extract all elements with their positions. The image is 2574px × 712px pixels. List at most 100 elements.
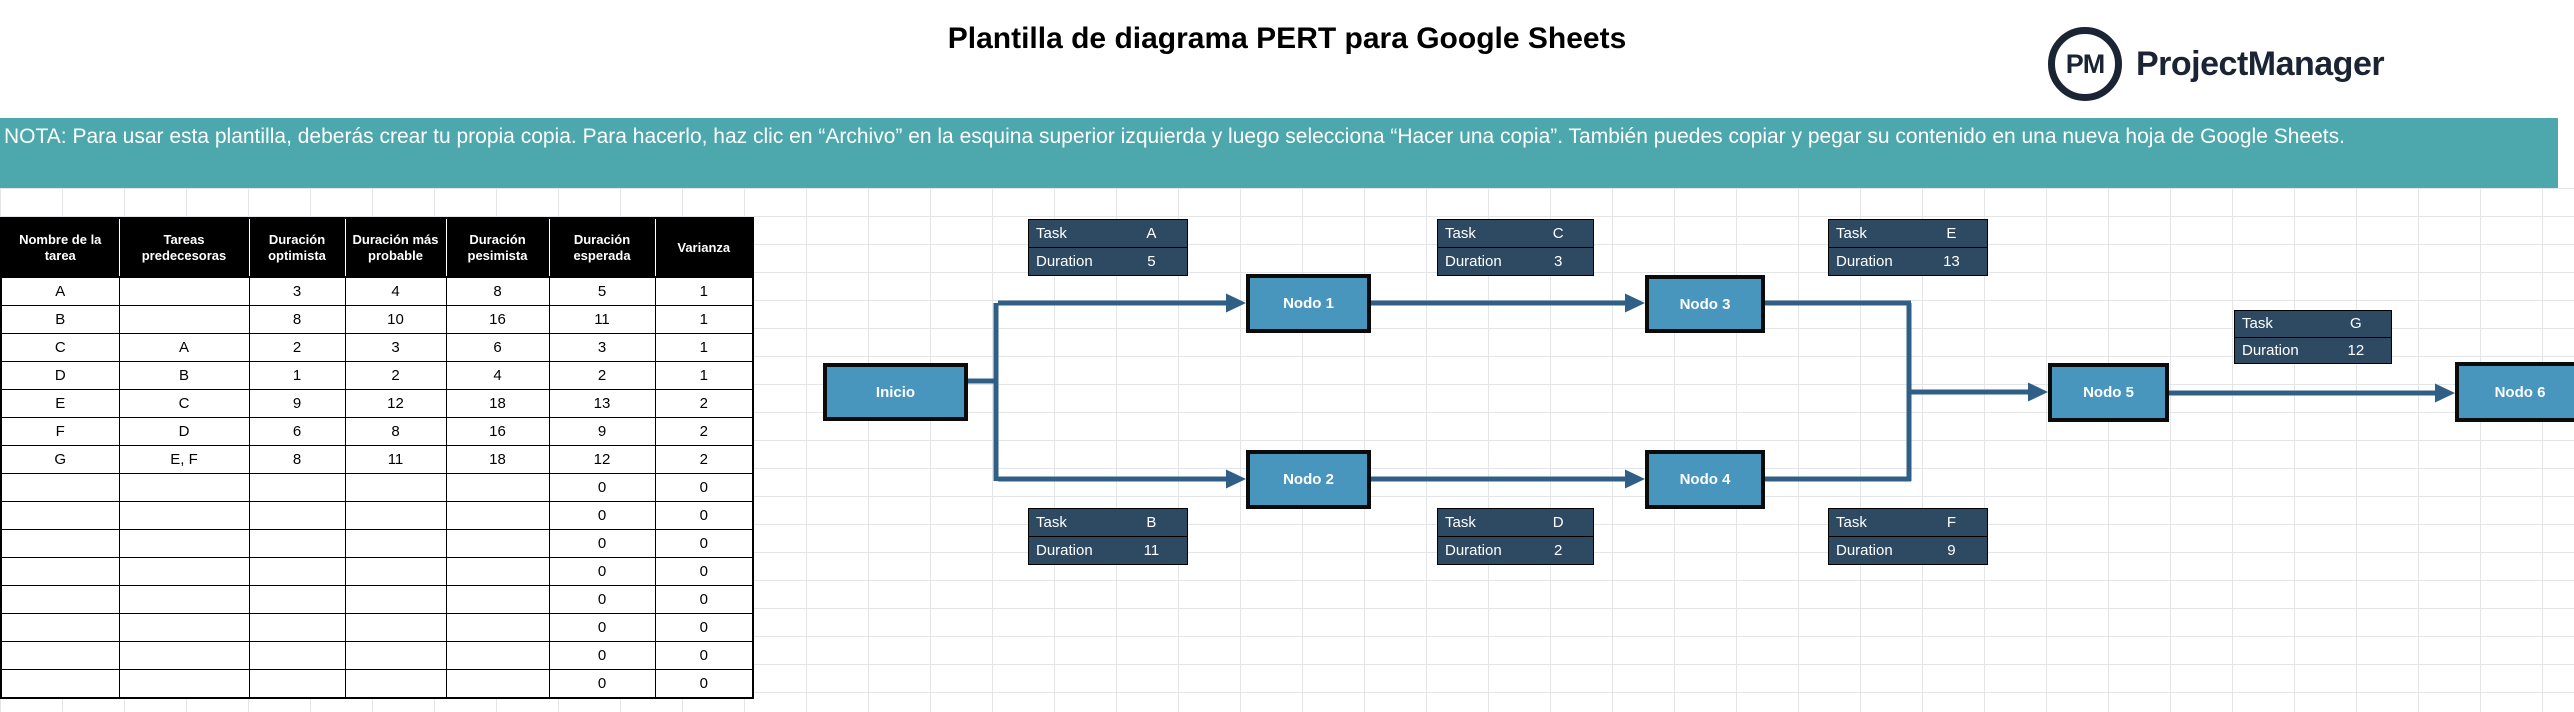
table-cell[interactable]: [445, 473, 550, 502]
table-cell[interactable]: 13: [548, 389, 656, 418]
table-cell[interactable]: 8: [248, 305, 346, 334]
table-cell[interactable]: [0, 585, 120, 614]
table-cell[interactable]: 18: [445, 389, 550, 418]
table-cell[interactable]: 0: [548, 669, 656, 699]
table-cell[interactable]: 0: [654, 585, 754, 614]
table-cell[interactable]: [0, 669, 120, 699]
table-cell[interactable]: 4: [445, 361, 550, 390]
table-cell[interactable]: [248, 557, 346, 586]
table-cell[interactable]: 0: [548, 641, 656, 670]
table-cell[interactable]: A: [0, 276, 120, 306]
table-cell[interactable]: [118, 473, 250, 502]
table-cell[interactable]: 8: [248, 445, 346, 474]
table-cell[interactable]: 3: [548, 333, 656, 362]
table-cell[interactable]: [248, 473, 346, 502]
table-cell[interactable]: F: [0, 417, 120, 446]
table-cell[interactable]: [445, 613, 550, 642]
table-cell[interactable]: 1: [654, 361, 754, 390]
table-cell[interactable]: [445, 585, 550, 614]
table-cell[interactable]: 0: [654, 669, 754, 699]
table-cell[interactable]: [248, 641, 346, 670]
table-cell[interactable]: [118, 529, 250, 558]
table-cell[interactable]: 16: [445, 305, 550, 334]
table-cell[interactable]: [0, 473, 120, 502]
column-header[interactable]: Varianza: [654, 217, 754, 278]
table-cell[interactable]: [344, 669, 447, 699]
table-cell[interactable]: B: [0, 305, 120, 334]
table-cell[interactable]: [248, 613, 346, 642]
table-cell[interactable]: G: [0, 445, 120, 474]
table-cell[interactable]: 12: [344, 389, 447, 418]
table-cell[interactable]: 0: [654, 613, 754, 642]
table-cell[interactable]: 11: [548, 305, 656, 334]
table-cell[interactable]: 5: [548, 276, 656, 306]
table-cell[interactable]: [118, 501, 250, 530]
table-cell[interactable]: [445, 641, 550, 670]
column-header[interactable]: Duración más probable: [344, 217, 447, 278]
table-cell[interactable]: 2: [654, 417, 754, 446]
table-cell[interactable]: 2: [654, 389, 754, 418]
table-cell[interactable]: [344, 473, 447, 502]
table-cell[interactable]: [0, 557, 120, 586]
table-cell[interactable]: [118, 669, 250, 699]
table-cell[interactable]: 2: [654, 445, 754, 474]
table-cell[interactable]: [118, 276, 250, 306]
column-header[interactable]: Duración optimista: [248, 217, 346, 278]
table-cell[interactable]: E: [0, 389, 120, 418]
table-cell[interactable]: [344, 641, 447, 670]
table-cell[interactable]: 0: [548, 613, 656, 642]
table-cell[interactable]: [445, 557, 550, 586]
table-cell[interactable]: 2: [248, 333, 346, 362]
table-cell[interactable]: [118, 613, 250, 642]
table-cell[interactable]: 1: [654, 333, 754, 362]
table-cell[interactable]: 10: [344, 305, 447, 334]
table-cell[interactable]: B: [118, 361, 250, 390]
table-cell[interactable]: [445, 501, 550, 530]
table-cell[interactable]: 0: [548, 473, 656, 502]
table-cell[interactable]: 8: [445, 276, 550, 306]
table-cell[interactable]: 0: [654, 557, 754, 586]
table-cell[interactable]: 0: [654, 501, 754, 530]
table-cell[interactable]: 0: [654, 529, 754, 558]
table-cell[interactable]: 16: [445, 417, 550, 446]
table-cell[interactable]: [344, 613, 447, 642]
table-cell[interactable]: D: [118, 417, 250, 446]
table-cell[interactable]: 12: [548, 445, 656, 474]
table-cell[interactable]: [344, 501, 447, 530]
table-cell[interactable]: 0: [548, 557, 656, 586]
table-cell[interactable]: [344, 529, 447, 558]
table-cell[interactable]: [118, 557, 250, 586]
table-cell[interactable]: C: [118, 389, 250, 418]
node-5[interactable]: Nodo 5: [2048, 363, 2169, 422]
table-cell[interactable]: [0, 501, 120, 530]
table-cell[interactable]: [248, 529, 346, 558]
table-cell[interactable]: 1: [654, 305, 754, 334]
node-3[interactable]: Nodo 3: [1645, 275, 1765, 333]
column-header[interactable]: Duración pesimista: [445, 217, 550, 278]
column-header[interactable]: Tareas predecesoras: [118, 217, 250, 278]
table-cell[interactable]: [344, 585, 447, 614]
table-cell[interactable]: 2: [344, 361, 447, 390]
table-cell[interactable]: 9: [548, 417, 656, 446]
table-cell[interactable]: 3: [248, 276, 346, 306]
table-cell[interactable]: 3: [344, 333, 447, 362]
table-cell[interactable]: 8: [344, 417, 447, 446]
table-cell[interactable]: [0, 529, 120, 558]
table-cell[interactable]: 0: [548, 501, 656, 530]
table-cell[interactable]: [445, 529, 550, 558]
table-cell[interactable]: 9: [248, 389, 346, 418]
table-cell[interactable]: [0, 613, 120, 642]
table-cell[interactable]: 6: [445, 333, 550, 362]
node-2[interactable]: Nodo 2: [1246, 450, 1371, 509]
node-1[interactable]: Nodo 1: [1246, 274, 1371, 333]
table-cell[interactable]: 0: [548, 529, 656, 558]
column-header[interactable]: Nombre de la tarea: [0, 217, 120, 278]
table-cell[interactable]: 0: [654, 473, 754, 502]
table-cell[interactable]: 4: [344, 276, 447, 306]
